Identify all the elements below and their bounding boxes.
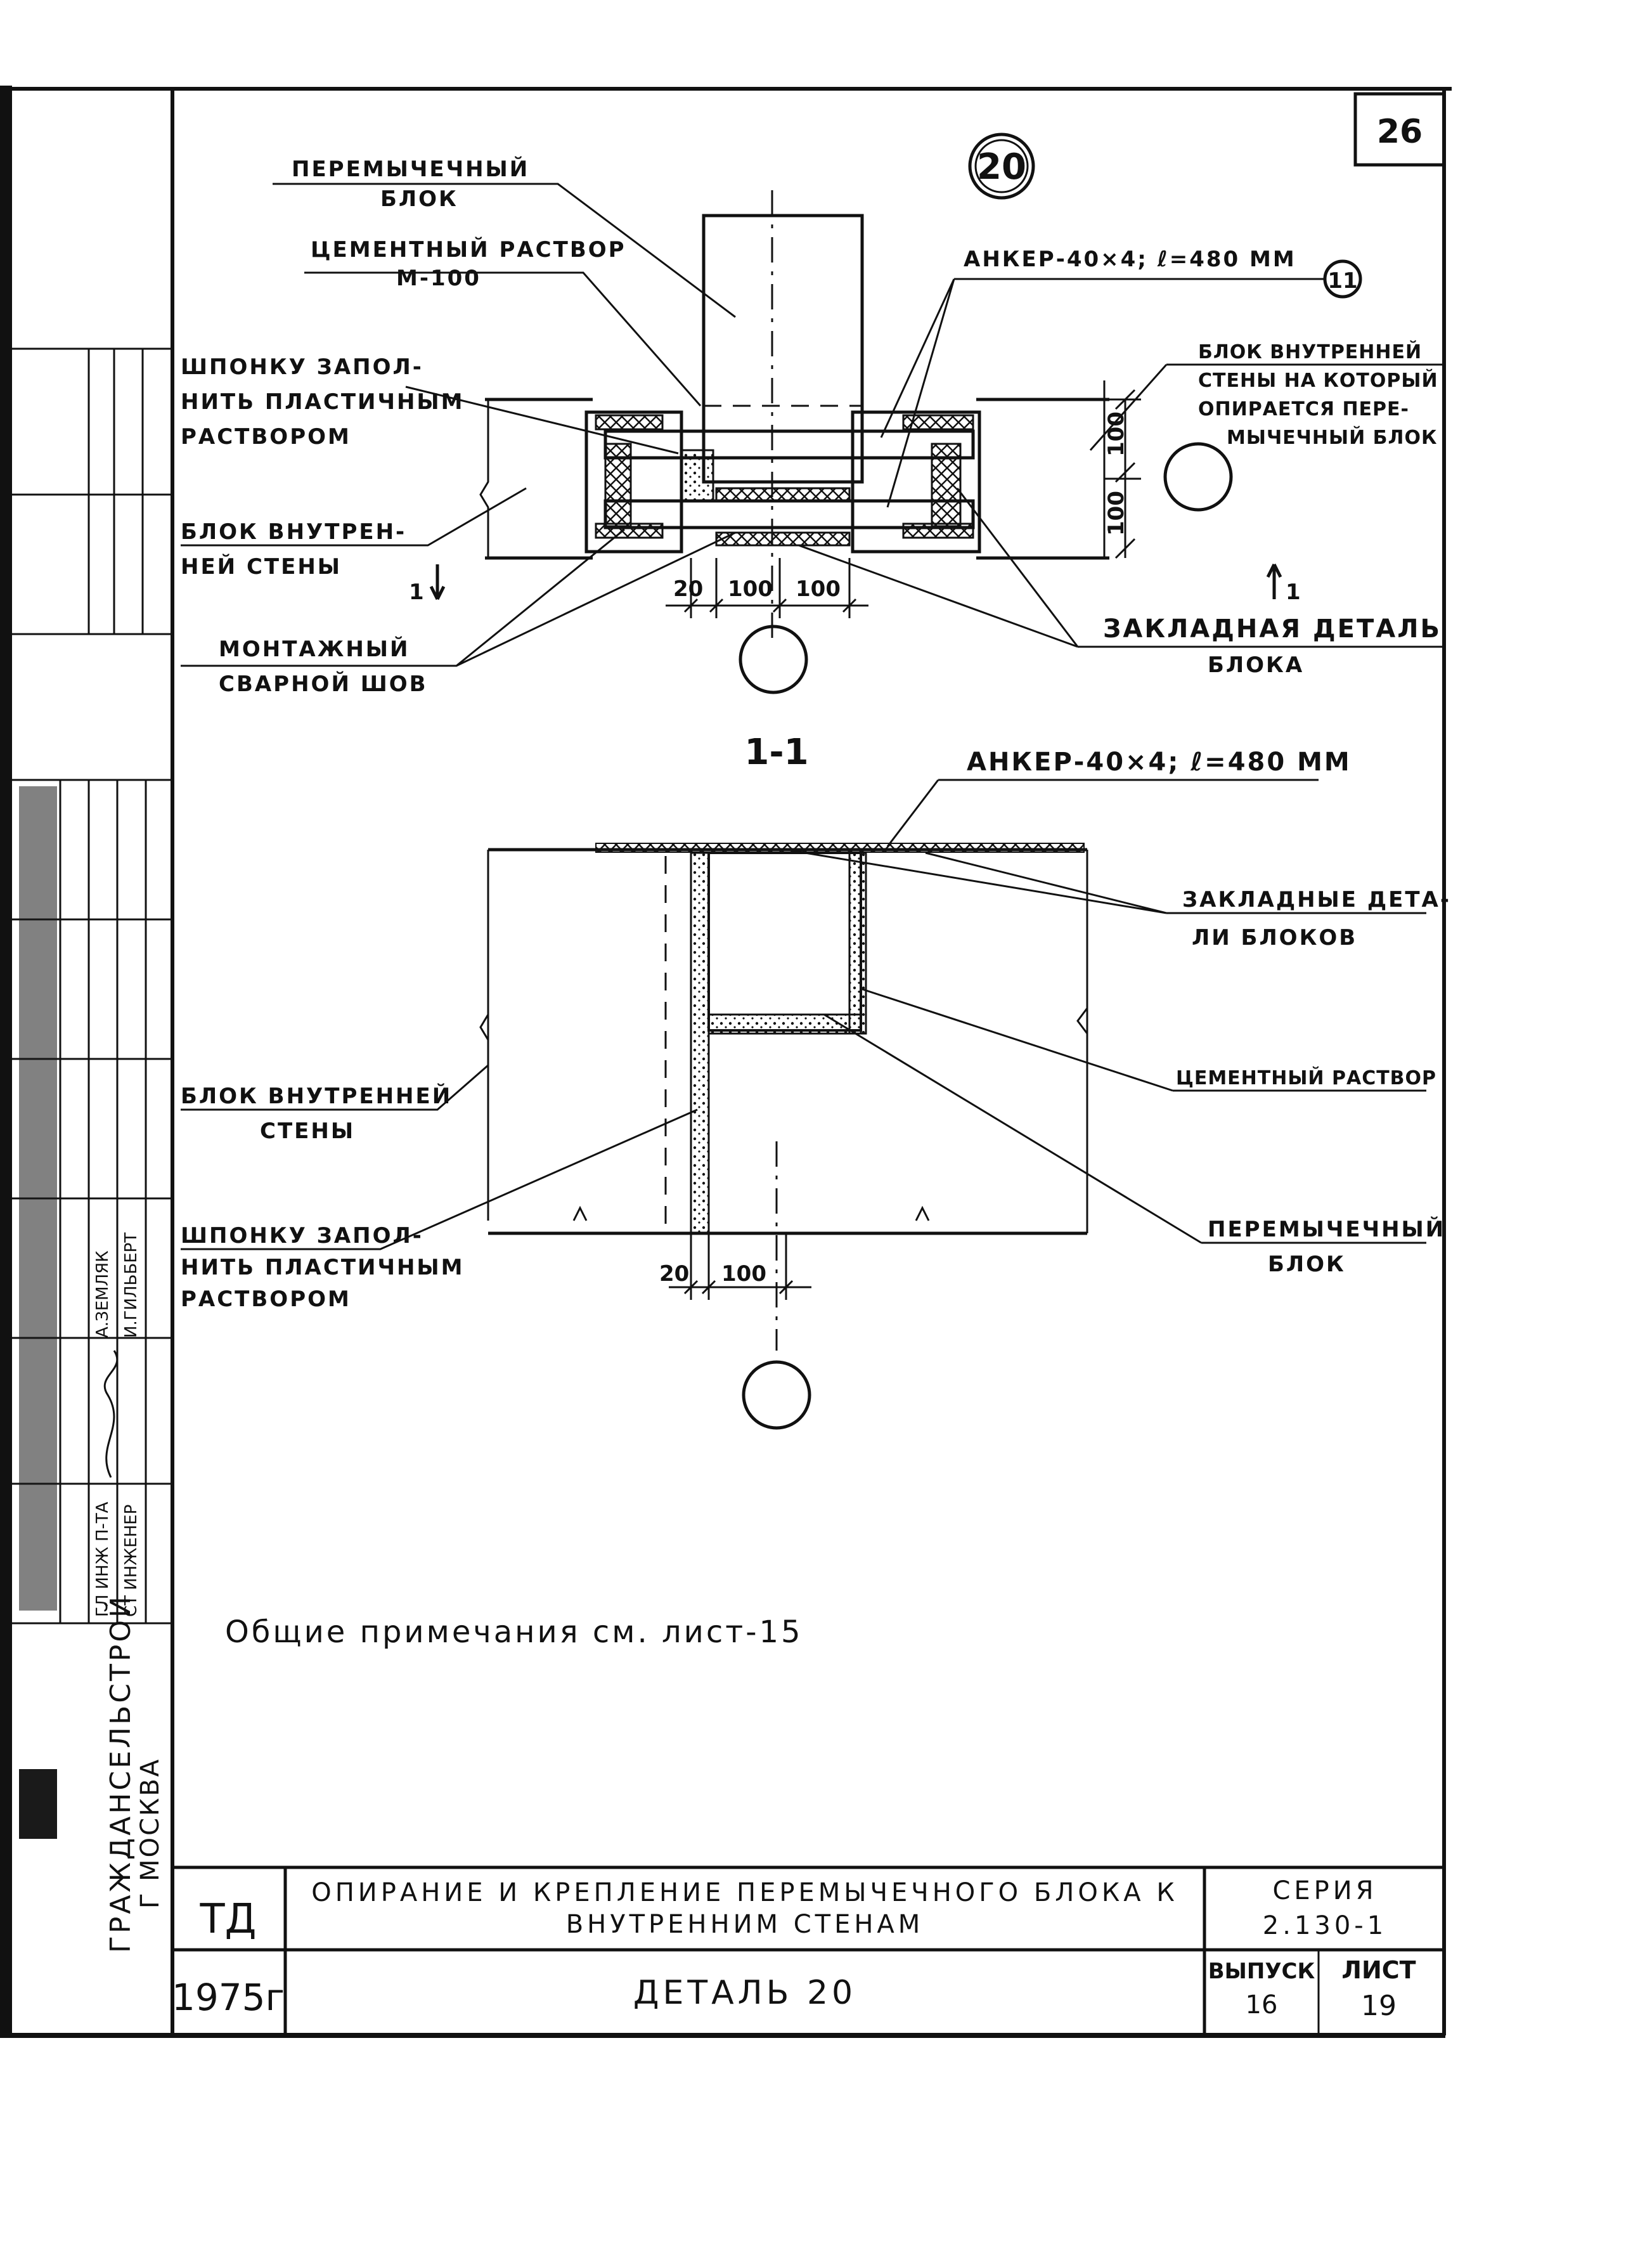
plan-support-label-1: БЛОК ВНУТРЕННЕЙ — [1198, 341, 1422, 363]
general-note: Общие примечания см. лист-15 — [225, 1614, 803, 1650]
section-lintel-label-2: БЛОК — [1268, 1252, 1346, 1277]
plan-embedded-label-1: ЗАКЛАДНАЯ ДЕТАЛЬ — [1103, 614, 1442, 644]
tb-code: ТД — [199, 1896, 256, 1943]
sheet-frame — [0, 86, 1452, 2038]
section-dim-h1: 20 — [659, 1261, 689, 1287]
section-lintel-label-1: ПЕРЕМЫЧЕЧНЫЙ — [1208, 1216, 1445, 1242]
plan-mortar-label-2: М-100 — [396, 266, 481, 291]
section-key-label-2: НИТЬ ПЛАСТИЧНЫМ — [181, 1255, 464, 1280]
tb-issue: 16 — [1246, 1990, 1278, 2020]
tb-title-line-2: ВНУТРЕННИМ СТЕНАМ — [566, 1910, 924, 1939]
plan-lintel-label-2: БЛОК — [380, 186, 458, 212]
corner-number: 26 — [1377, 113, 1423, 151]
tb-series-label: СЕРИЯ — [1272, 1876, 1377, 1905]
plan-weld-label-1: МОНТАЖНЫЙ — [219, 636, 410, 662]
plan-mortar-label-1: ЦЕМЕНТНЫЙ РАСТВОР — [311, 237, 626, 263]
tb-issue-label: ВЫПУСК — [1208, 1959, 1315, 1984]
plan-weld-label-2: СВАРНОЙ ШОВ — [219, 671, 428, 697]
section-anchor-label: АНКЕР-40×4; ℓ=480 ММ — [967, 748, 1352, 777]
signature-mark — [103, 1350, 119, 1478]
plan-key-label-3: РАСТВОРОМ — [181, 424, 351, 450]
tb-year: 1975г — [172, 1976, 285, 2019]
plan-dim-v2: 100 — [1104, 491, 1129, 536]
plan-inner-block-label-2: НЕЙ СТЕНЫ — [181, 554, 342, 580]
section-title: 1-1 — [744, 732, 808, 773]
section-inner-block-label-2: СТЕНЫ — [260, 1119, 355, 1144]
plan-support-label-3: ОПИРАЕТСЯ ПЕРЕ- — [1198, 398, 1409, 420]
plan-cut-mark-right: 1 — [1286, 580, 1301, 605]
plan-key-label-2: НИТЬ ПЛАСТИЧНЫМ — [181, 389, 464, 415]
title-block: ТД 1975г ОПИРАНИЕ И КРЕПЛЕНИЕ ПЕРЕМЫЧЕЧН… — [172, 1865, 1444, 2035]
plan-view: 100 100 20 100 100 1 1 11 ПЕРЕМЫЧЕЧНЫЙ Б… — [181, 156, 1445, 697]
detail-marker: 20 — [968, 133, 1035, 200]
section-inner-block-label-1: БЛОК ВНУТРЕННЕЙ — [181, 1083, 452, 1109]
tb-detail: ДЕТАЛЬ 20 — [633, 1974, 856, 2012]
tb-sheet-label: ЛИСТ — [1341, 1956, 1416, 1984]
tb-title-line-1: ОПИРАНИЕ И КРЕПЛЕНИЕ ПЕРЕМЫЧЕЧНОГО БЛОКА… — [311, 1878, 1178, 1907]
tb-series: 2.130-1 — [1263, 1911, 1387, 1940]
section-key-label-1: ШПОНКУ ЗАПОЛ- — [181, 1223, 423, 1249]
stamp-city: Г МОСКВА — [136, 1758, 165, 1909]
section-key-label-3: РАСТВОРОМ — [181, 1287, 351, 1312]
detail-marker-number: 20 — [977, 146, 1026, 188]
stamp-org: ГРАЖДАНСЕЛЬСТРОЙ — [103, 1594, 137, 1953]
stamp-role-2: СТ ИНЖЕНЕР — [122, 1505, 141, 1617]
plan-embedded-label-2: БЛОКА — [1208, 652, 1304, 678]
plan-key-label-1: ШПОНКУ ЗАПОЛ- — [181, 354, 423, 380]
plan-dim-h2: 100 — [728, 576, 773, 602]
plan-anchor-label: АНКЕР-40×4; ℓ=480 ММ — [964, 247, 1296, 272]
plan-support-label-4: МЫЧЕЧНЫЙ БЛОК — [1227, 426, 1437, 449]
section-dim-h2: 100 — [721, 1261, 766, 1287]
plan-dim-v1: 100 — [1104, 412, 1129, 457]
plan-node-marker: 11 — [1327, 268, 1357, 294]
section-embedded-label-1: ЗАКЛАДНЫЕ ДЕТА- — [1182, 887, 1451, 912]
plan-lintel-label-1: ПЕРЕМЫЧЕЧНЫЙ — [292, 156, 529, 182]
plan-dim-h3: 100 — [796, 576, 841, 602]
plan-cut-mark-left: 1 — [409, 580, 424, 605]
plan-dim-h1: 20 — [673, 576, 703, 602]
stamp-name-1: А.ЗЕМЛЯК — [93, 1250, 112, 1338]
side-stamp: ГРАЖДАНСЕЛЬСТРОЙ Г МОСКВА ГЛ ИНЖ П-ТА СТ… — [93, 1233, 165, 1953]
tb-sheet: 19 — [1361, 1990, 1397, 2022]
plan-support-label-2: СТЕНЫ НА КОТОРЫЙ — [1198, 369, 1438, 392]
corner-number-box: 26 — [1353, 92, 1446, 167]
section-embedded-label-2: ЛИ БЛОКОВ — [1192, 925, 1357, 950]
section-view: 1-1 20 100 АНКЕР-40×4; ℓ=480 ММ — [181, 732, 1451, 1430]
stamp-name-2: И.ГИЛЬБЕРТ — [122, 1233, 141, 1338]
stamp-role-1: ГЛ ИНЖ П-ТА — [93, 1502, 112, 1617]
plan-inner-block-label-1: БЛОК ВНУТРЕН- — [181, 519, 406, 545]
section-mortar-label: ЦЕМЕНТНЫЙ РАСТВОР — [1176, 1067, 1436, 1089]
